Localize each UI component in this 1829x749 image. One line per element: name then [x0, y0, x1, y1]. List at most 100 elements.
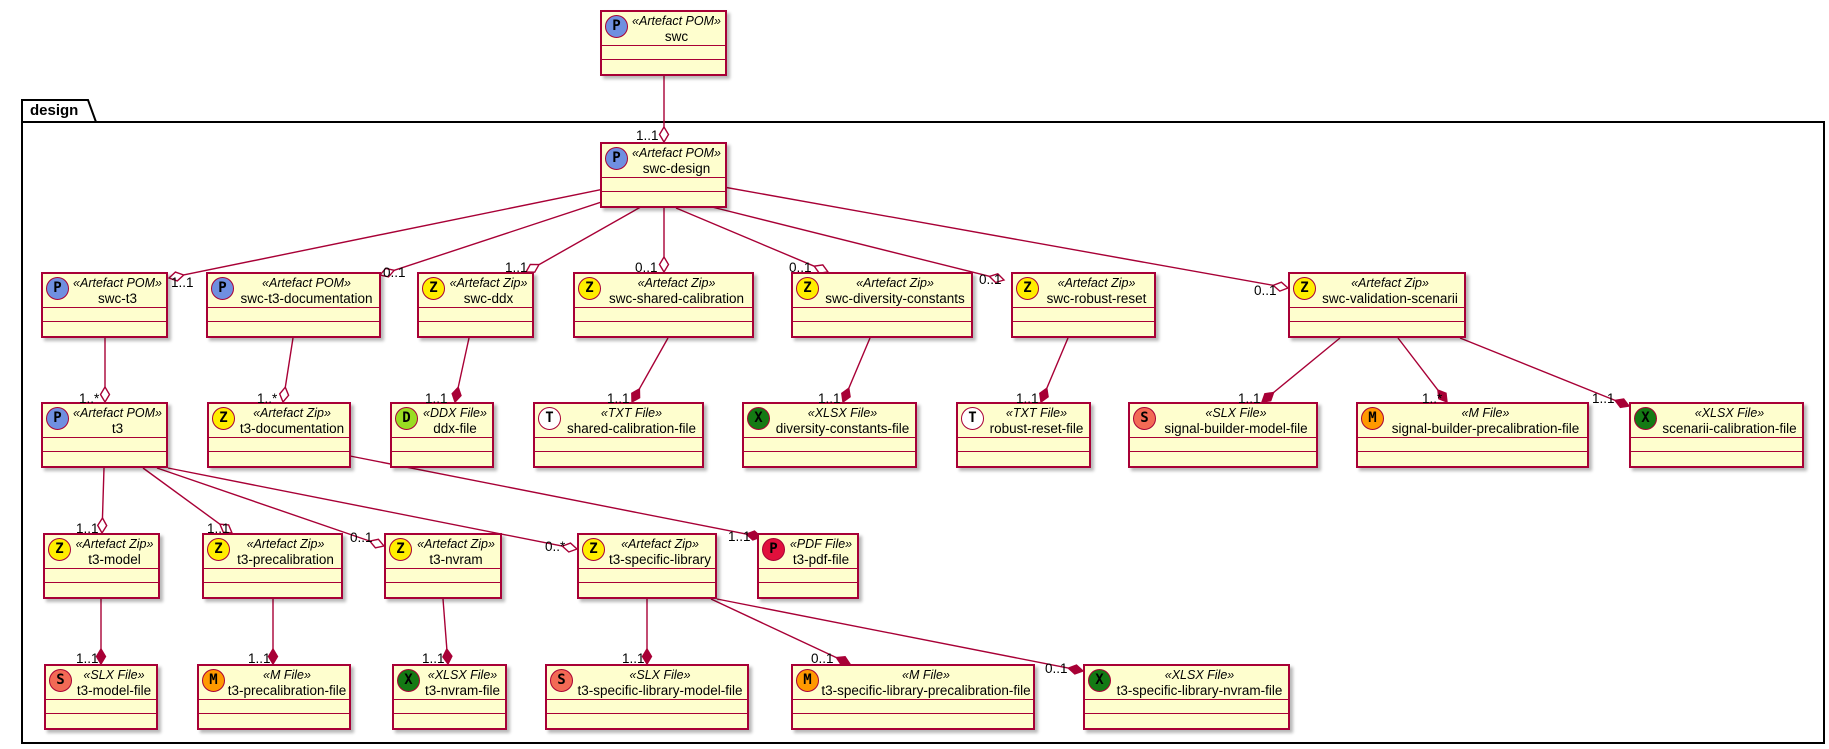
- class-name-label: t3-precalibration: [237, 552, 334, 567]
- class-name-label: t3: [111, 421, 124, 436]
- stereotype-label: «SLX File»: [1205, 406, 1267, 420]
- class-type-icon: Z: [48, 538, 71, 561]
- stereotype-label: «XLSX File»: [807, 406, 878, 420]
- class-box-swc-diversity-constants[interactable]: Z«Artefact Zip»swc-diversity-constants: [791, 272, 973, 338]
- class-box-t3-model-file[interactable]: S«SLX File»t3-model-file: [44, 664, 158, 730]
- class-box-t3-nvram[interactable]: Z«Artefact Zip»t3-nvram: [384, 533, 502, 599]
- stereotype-label: «Artefact POM»: [632, 146, 721, 160]
- relation-line-t3-specific-library-t3-specific-library-precalibration-file: [710, 598, 837, 659]
- class-type-icon: X: [747, 407, 770, 430]
- class-box-t3-precalibration[interactable]: Z«Artefact Zip»t3-precalibration: [202, 533, 343, 599]
- relation-line-t3-t3-model: [101, 467, 105, 519]
- class-box-ddx-file[interactable]: D«DDX File»ddx-file: [390, 402, 494, 468]
- class-box-t3-pdf-file[interactable]: P«PDF File»t3-pdf-file: [757, 533, 859, 599]
- class-box-signal-builder-model-file[interactable]: S«SLX File»signal-builder-model-file: [1128, 402, 1318, 468]
- methods-separator: [759, 582, 857, 583]
- package-tab-outline: [21, 99, 97, 123]
- methods-separator: [419, 321, 532, 322]
- attributes-separator: [602, 177, 725, 178]
- class-box-scenarii-calibration-file[interactable]: X«XLSX File»scenarii-calibration-file: [1629, 402, 1804, 468]
- stereotype-label: «Artefact Zip»: [637, 276, 716, 290]
- methods-separator: [43, 321, 166, 322]
- relation-line-swc-t3-documentation-t3-documentation: [284, 337, 294, 388]
- attributes-separator: [392, 437, 492, 438]
- class-type-icon: P: [762, 538, 785, 561]
- class-box-t3-specific-library-model-file[interactable]: S«SLX File»t3-specific-library-model-fil…: [545, 664, 749, 730]
- class-box-swc-t3[interactable]: P«Artefact POM»swc-t3: [41, 272, 168, 338]
- attributes-separator: [394, 699, 505, 700]
- stereotype-label: «Artefact POM»: [73, 276, 162, 290]
- composition-diamond: [1437, 389, 1448, 404]
- class-box-robust-reset-file[interactable]: T«TXT File»robust-reset-file: [956, 402, 1091, 468]
- multiplicity-label: 0..1: [811, 651, 834, 666]
- attributes-separator: [199, 699, 349, 700]
- aggregation-diamond: [560, 542, 579, 553]
- attributes-separator: [43, 437, 166, 438]
- class-box-swc-t3-documentation[interactable]: P«Artefact POM»swc-t3-documentation: [206, 272, 381, 338]
- class-box-t3-specific-library-precalibration-file[interactable]: M«M File»t3-specific-library-precalibrat…: [791, 664, 1035, 730]
- multiplicity-label: 1..1: [818, 391, 841, 406]
- stereotype-label: «Artefact Zip»: [449, 276, 528, 290]
- multiplicity-label: 1..1: [207, 521, 230, 536]
- class-box-swc-ddx[interactable]: Z«Artefact Zip»swc-ddx: [417, 272, 534, 338]
- class-box-signal-builder-precalibration-file[interactable]: M«M File»signal-builder-precalibration-f…: [1356, 402, 1589, 468]
- class-box-diversity-constants-file[interactable]: X«XLSX File»diversity-constants-file: [742, 402, 917, 468]
- class-box-t3[interactable]: P«Artefact POM»t3: [41, 402, 168, 468]
- class-name-label: swc-ddx: [463, 291, 514, 306]
- composition-diamond: [1039, 386, 1049, 404]
- class-box-t3-specific-library-nvram-file[interactable]: X«XLSX File»t3-specific-library-nvram-fi…: [1083, 664, 1290, 730]
- class-name-label: scenarii-calibration-file: [1662, 421, 1797, 436]
- methods-separator: [394, 713, 505, 714]
- relation-line-swc-design-swc-validation-scenarii: [717, 185, 1274, 287]
- relation-line-swc-robust-reset-robust-reset-file: [1046, 337, 1069, 389]
- package-frame: [21, 121, 1825, 744]
- class-name-label: swc-shared-calibration: [608, 291, 745, 306]
- methods-separator: [209, 451, 349, 452]
- stereotype-label: «PDF File»: [789, 537, 853, 551]
- class-name-label: swc-t3: [97, 291, 137, 306]
- class-type-icon: T: [538, 407, 561, 430]
- stereotype-label: «M File»: [1461, 406, 1510, 420]
- class-type-icon: X: [1634, 407, 1657, 430]
- class-box-t3-documentation[interactable]: Z«Artefact Zip»t3-documentation: [207, 402, 351, 468]
- attributes-separator: [1358, 437, 1587, 438]
- methods-separator: [602, 59, 725, 60]
- attributes-separator: [209, 437, 349, 438]
- aggregation-diamond: [378, 267, 396, 278]
- methods-separator: [392, 451, 492, 452]
- attributes-separator: [793, 699, 1033, 700]
- methods-separator: [744, 451, 915, 452]
- class-box-t3-precalibration-file[interactable]: M«M File»t3-precalibration-file: [197, 664, 351, 730]
- multiplicity-label: 1..1: [505, 260, 528, 275]
- class-box-t3-specific-library[interactable]: Z«Artefact Zip»t3-specific-library: [577, 533, 717, 599]
- multiplicity-label: 1..1: [622, 651, 645, 666]
- stereotype-label: «Artefact Zip»: [417, 537, 495, 551]
- class-type-icon: X: [397, 669, 420, 692]
- methods-separator: [1085, 713, 1288, 714]
- class-type-icon: Z: [796, 277, 819, 300]
- class-box-swc-design[interactable]: P«Artefact POM»swc-design: [600, 142, 727, 208]
- class-box-swc-shared-calibration[interactable]: Z«Artefact Zip»swc-shared-calibration: [573, 272, 754, 338]
- class-name-label: t3-specific-library: [608, 552, 712, 567]
- stereotype-label: «TXT File»: [600, 406, 663, 420]
- methods-separator: [1013, 321, 1154, 322]
- multiplicity-label: 1..1: [1592, 391, 1615, 406]
- class-box-shared-calibration-file[interactable]: T«TXT File»shared-calibration-file: [533, 402, 704, 468]
- stereotype-label: «Artefact Zip»: [75, 537, 154, 551]
- methods-separator: [199, 713, 349, 714]
- class-box-swc-robust-reset[interactable]: Z«Artefact Zip»swc-robust-reset: [1011, 272, 1156, 338]
- class-box-swc-validation-scenarii[interactable]: Z«Artefact Zip»swc-validation-scenarii: [1288, 272, 1466, 338]
- class-name-label: ddx-file: [433, 421, 477, 436]
- class-box-swc[interactable]: P«Artefact POM»swc: [600, 10, 727, 76]
- stereotype-label: «Artefact Zip»: [621, 537, 699, 551]
- class-box-t3-nvram-file[interactable]: X«XLSX File»t3-nvram-file: [392, 664, 507, 730]
- class-type-icon: T: [961, 407, 984, 430]
- class-name-label: swc-robust-reset: [1046, 291, 1147, 306]
- methods-separator: [1290, 321, 1464, 322]
- class-box-t3-model[interactable]: Z«Artefact Zip»t3-model: [43, 533, 160, 599]
- class-name-label: t3-nvram-file: [424, 683, 500, 698]
- class-type-icon: Z: [389, 538, 412, 561]
- class-type-icon: M: [202, 669, 225, 692]
- relation-line-swc-design-swc-t3: [183, 181, 639, 276]
- stereotype-label: «SLX File»: [629, 668, 691, 682]
